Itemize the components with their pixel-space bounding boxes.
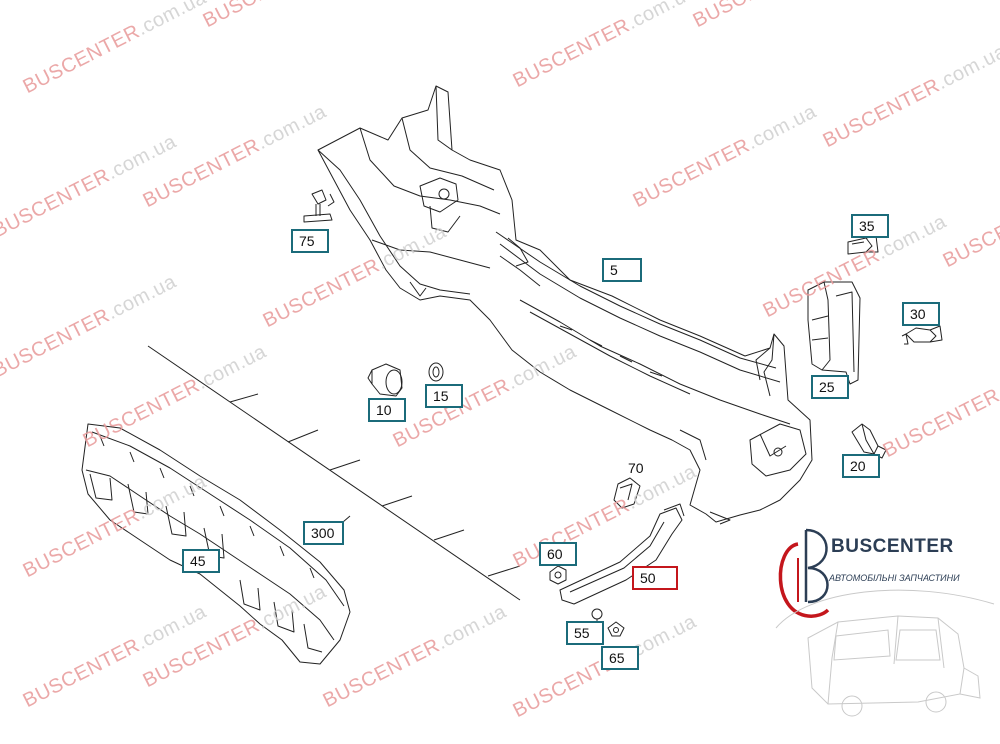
callout-30: 30: [902, 302, 940, 326]
bracket-25-part: [807, 281, 861, 385]
buscenter-logo-mark: [775, 528, 995, 717]
callout-60: 60: [539, 542, 577, 566]
rear-bumper-part: [317, 85, 813, 525]
grommet-15-part: [428, 362, 444, 382]
callout-25: 25: [811, 375, 849, 399]
callout-35: 35: [851, 214, 889, 238]
callout-15: 15: [425, 384, 463, 408]
label-70: 70: [628, 460, 644, 476]
logo-subtitle: АВТОМОБІЛЬНІ ЗАПЧАСТИНИ: [829, 573, 960, 583]
screw-65-part: [607, 621, 625, 637]
sensor-10-part: [367, 363, 403, 397]
clip-30-part: [901, 325, 943, 345]
rivet-75-part: [303, 189, 335, 223]
callout-5: 5: [602, 258, 642, 282]
absorber-45-part: [81, 423, 351, 665]
logo-title: BUSCENTER: [831, 536, 954, 557]
callout-55: 55: [566, 621, 604, 645]
callout-20: 20: [842, 454, 880, 478]
callout-45: 45: [182, 549, 220, 573]
callout-50-highlighted: 50: [632, 566, 678, 590]
nut-60-part: [549, 565, 567, 585]
callout-75: 75: [291, 229, 329, 253]
strip-50-part: [559, 503, 685, 605]
callout-300: 300: [303, 521, 345, 545]
callout-10: 10: [368, 398, 406, 422]
callout-65: 65: [601, 646, 639, 670]
clip-70-part: [613, 477, 641, 509]
